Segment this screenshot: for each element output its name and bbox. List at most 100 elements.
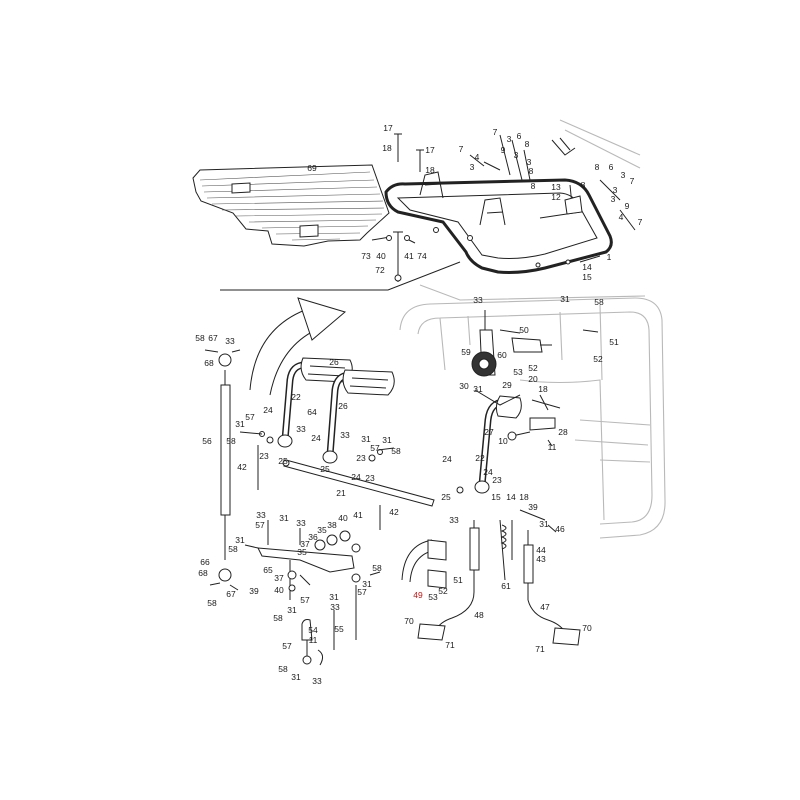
part-callout-52: 52 [438,586,448,596]
part-callout-3: 3 [527,157,532,167]
part-callout-3: 3 [613,185,618,195]
part-callout-46: 46 [555,524,565,534]
part-callout-57: 57 [282,641,292,651]
part-callout-41: 41 [404,251,414,261]
part-callout-21: 21 [336,488,346,498]
part-callout-58: 58 [228,544,238,554]
part-callout-28: 28 [558,427,568,437]
part-callout-17: 17 [383,123,393,133]
section-indicator [220,261,461,396]
part-callout-42: 42 [389,507,399,517]
part-callout-8: 8 [525,139,530,149]
mat-fasteners [371,231,416,282]
part-callout-57: 57 [357,587,367,597]
part-callout-3: 3 [611,194,616,204]
part-callout-33: 33 [312,676,322,686]
part-callout-35: 35 [297,547,307,557]
part-callout-23: 23 [259,451,269,461]
part-callout-43: 43 [536,554,546,564]
part-callout-52: 52 [528,363,538,373]
brake-lever [471,310,599,406]
part-callout-54: 54 [308,625,318,635]
part-callout-58: 58 [195,333,205,343]
part-callout-11: 11 [309,635,318,645]
part-callout-72: 72 [375,265,385,275]
part-callout-39: 39 [249,586,259,596]
part-callout-31: 31 [382,435,392,445]
main-shaft [257,445,435,530]
part-callout-64: 64 [307,407,317,417]
part-callout-33: 33 [449,515,459,525]
part-callout-20: 20 [528,374,538,384]
part-callout-70: 70 [582,623,592,633]
part-callout-11: 11 [548,442,557,452]
part-callout-33: 33 [296,518,306,528]
part-callout-44: 44 [536,545,546,555]
part-callout-18: 18 [425,165,435,175]
part-callout-25: 25 [320,464,330,474]
part-callout-39: 39 [528,502,538,512]
part-callout-1: 1 [607,252,612,262]
part-callout-22: 22 [475,453,485,463]
part-callout-31: 31 [362,579,372,589]
frame-hardware [394,133,636,263]
part-callout-60: 60 [497,350,507,360]
part-callout-3: 3 [507,134,512,144]
part-callout-51: 51 [609,337,619,347]
part-callout-24: 24 [351,472,361,482]
part-callout-7: 7 [459,144,464,154]
part-callout-31: 31 [291,672,301,682]
part-callout-74: 74 [417,251,427,261]
part-callout-8: 8 [581,180,586,190]
part-callout-31: 31 [235,419,245,429]
part-callout-8: 8 [531,181,536,191]
part-callout-3: 3 [470,162,475,172]
floor-mat [192,164,390,247]
part-callout-49: 49 [413,590,423,600]
part-callout-48: 48 [474,610,484,620]
part-callout-4: 4 [475,152,480,162]
part-callout-18: 18 [538,384,548,394]
part-callout-36: 36 [308,532,318,542]
part-callout-8: 8 [595,162,600,172]
part-callout-35: 35 [317,525,327,535]
part-callout-57: 57 [255,520,265,530]
part-callout-52: 52 [593,354,603,364]
part-callout-58: 58 [391,446,401,456]
part-callout-57: 57 [370,443,380,453]
left-pedals [239,357,395,464]
part-callout-33: 33 [256,510,266,520]
part-callout-24: 24 [263,405,273,415]
part-callout-31: 31 [473,384,483,394]
part-callout-68: 68 [204,358,214,368]
part-callout-24: 24 [483,467,493,477]
part-callout-57: 57 [300,595,310,605]
part-callout-31: 31 [235,535,245,545]
part-callout-6: 6 [517,131,522,141]
part-callout-15: 15 [582,272,592,282]
part-callout-31: 31 [361,434,371,444]
control-cables [401,509,581,646]
part-callout-12: 12 [551,192,561,202]
part-callout-26: 26 [338,401,348,411]
part-callout-53: 53 [428,592,438,602]
part-callout-30: 30 [459,381,469,391]
part-callout-17: 17 [425,145,435,155]
part-callout-65: 65 [263,565,273,575]
part-callout-3: 3 [621,170,626,180]
part-callout-41: 41 [353,510,363,520]
part-callout-23: 23 [365,473,375,483]
part-callout-71: 71 [535,644,545,654]
part-callout-4: 4 [619,212,624,222]
part-callout-33: 33 [225,336,235,346]
part-callout-24: 24 [442,454,452,464]
part-callout-25: 25 [441,492,451,502]
part-callout-24: 24 [311,433,321,443]
part-callout-31: 31 [539,519,549,529]
part-callout-73: 73 [361,251,371,261]
part-callout-23: 23 [356,453,366,463]
part-callout-68: 68 [198,568,208,578]
part-callout-56: 56 [202,436,212,446]
part-callout-70: 70 [404,616,414,626]
